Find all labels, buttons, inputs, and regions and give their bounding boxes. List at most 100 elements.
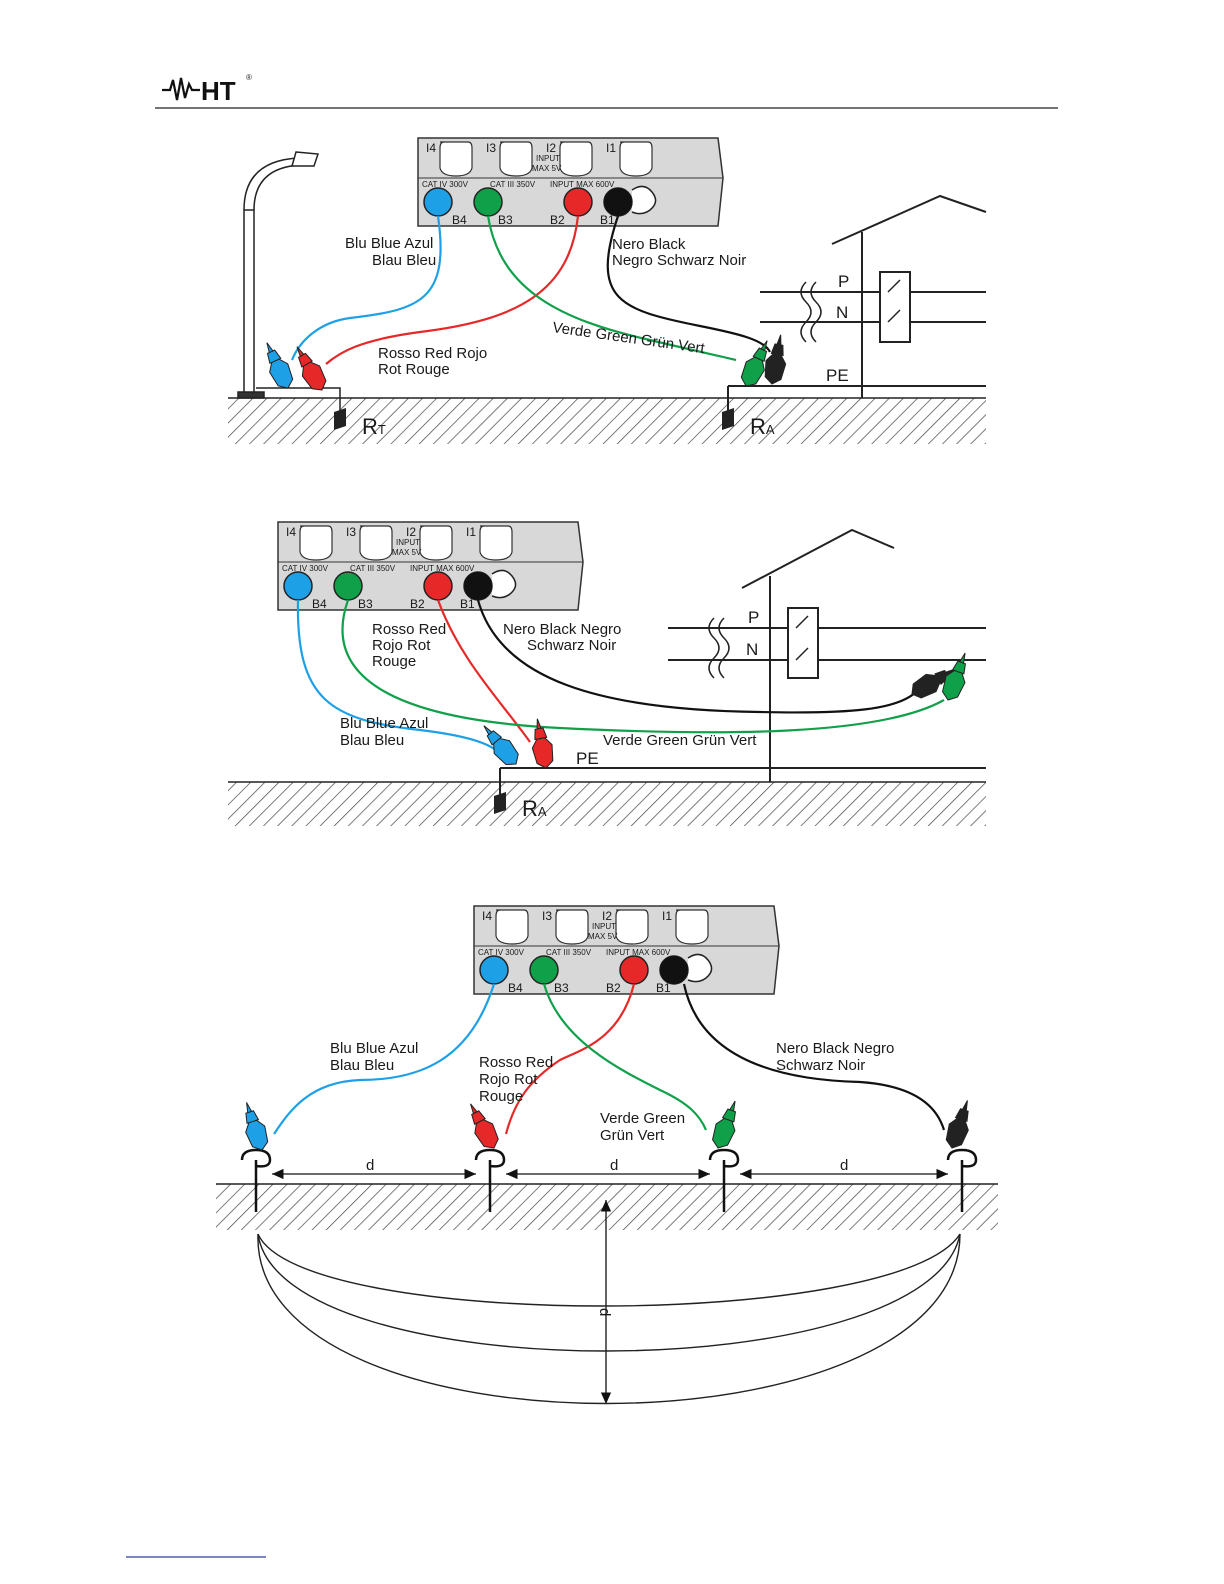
input-i1: I1 [662, 909, 672, 923]
black-lead-label-d2-2: Schwarz Noir [527, 637, 616, 654]
cat-iii-label: CAT III 350V [350, 564, 396, 573]
green-lead-3 [542, 983, 708, 1131]
building-2 [499, 528, 986, 796]
stake-3 [708, 1148, 740, 1212]
phase-label: P [838, 272, 849, 291]
terminal-b4: B4 [508, 981, 523, 995]
cat-iv-label: CAT IV 300V [478, 948, 525, 957]
neutral-label: N [836, 303, 848, 322]
red-lead [325, 215, 580, 365]
terminal-b3: B3 [498, 213, 513, 227]
earth-electrode-rt [334, 408, 346, 430]
input-i4: I4 [286, 525, 296, 539]
blue-lead-label-2: Blau Bleu [372, 252, 436, 269]
input-note: INPUT [536, 154, 560, 163]
logo-registered: ® [246, 73, 252, 82]
terminal-b2: B2 [550, 213, 565, 227]
input-i2: I2 [406, 525, 416, 539]
stake-4 [946, 1148, 978, 1212]
diagram-3-four-wire: I4 I3 I2 I1 INPUT MAX 5V CAT IV 300V CAT… [216, 905, 998, 1405]
black-lead-2 [476, 599, 919, 714]
distance-label-1: d [366, 1157, 374, 1174]
input-i4: I4 [426, 141, 436, 155]
diagram-2-building: I4 I3 I2 I1 INPUT MAX 5V CAT IV 300V CAT… [228, 521, 986, 826]
red-lead-2 [436, 599, 531, 743]
terminal-b4: B4 [312, 597, 327, 611]
waveform-icon [162, 77, 200, 101]
pe-label: PE [826, 366, 849, 385]
black-lead-label-d3: Nero Black Negro [776, 1040, 894, 1057]
instrument-2: I4 I3 I2 I1 INPUT MAX 5V CAT IV 300V CAT… [277, 521, 584, 611]
ra-label-1: RA [750, 414, 775, 439]
input-i2: I2 [602, 909, 612, 923]
cat-iii-label: CAT III 350V [546, 948, 592, 957]
terminal-b1: B1 [656, 981, 671, 995]
black-lead [606, 215, 771, 353]
diagram-1-street-lamp: I4 I3 I2 I1 INPUT MAX 5V CAT IV 300V CAT… [228, 137, 987, 444]
input-i1: I1 [466, 525, 476, 539]
blue-lead-label-d2: Blu Blue Azul [340, 715, 428, 732]
green-lead-label-d2: Verde Green Grün Vert [603, 732, 757, 749]
green-lead [486, 215, 737, 362]
terminal-b4: B4 [452, 213, 467, 227]
black-lead-label-d3-2: Schwarz Noir [776, 1057, 865, 1074]
depth-label: d [596, 1308, 613, 1316]
input-max-label: INPUT MAX 600V [550, 180, 615, 189]
blue-lead-label: Blu Blue Azul [345, 235, 433, 252]
ground-hatch [228, 398, 986, 444]
black-lead-label: Nero Black [612, 236, 686, 253]
earth-electrode-ra [722, 408, 734, 430]
current-paths [257, 1233, 961, 1405]
green-lead-label: Verde Green Grün Vert [551, 319, 706, 357]
cat-iv-label: CAT IV 300V [422, 180, 469, 189]
logo-text: HT [201, 76, 236, 106]
red-lead-label-d3: Rosso Red [479, 1054, 553, 1071]
red-lead-label-2: Rot Rouge [378, 361, 450, 378]
earth-stakes [240, 1148, 978, 1212]
red-lead-label-d2-3: Rouge [372, 653, 416, 670]
input-note: INPUT [396, 538, 420, 547]
blue-lead-2 [296, 599, 499, 753]
red-lead-3 [504, 983, 636, 1135]
terminal-b3: B3 [358, 597, 373, 611]
distance-markers [272, 1168, 948, 1404]
input-i2: I2 [546, 141, 556, 155]
green-lead-label-d3: Verde Green [600, 1110, 685, 1127]
cat-iii-label: CAT III 350V [490, 180, 536, 189]
ground-hatch-2 [228, 782, 986, 826]
input-i4: I4 [482, 909, 492, 923]
blue-lead [290, 215, 442, 361]
stake-2 [474, 1148, 506, 1212]
terminal-b1: B1 [460, 597, 475, 611]
blue-lead-label-d3: Blu Blue Azul [330, 1040, 418, 1057]
distance-label-3: d [840, 1157, 848, 1174]
input-i1: I1 [606, 141, 616, 155]
red-lead-label: Rosso Red Rojo [378, 345, 487, 362]
input-i3: I3 [542, 909, 552, 923]
pe-label-2: PE [576, 749, 599, 768]
distance-label-2: d [610, 1157, 618, 1174]
rt-label: RT [362, 414, 386, 439]
terminal-b2: B2 [606, 981, 621, 995]
instrument-3: I4 I3 I2 I1 INPUT MAX 5V CAT IV 300V CAT… [473, 905, 780, 995]
terminal-b3: B3 [554, 981, 569, 995]
red-lead-label-d2: Rosso Red [372, 621, 446, 638]
terminal-b2: B2 [410, 597, 425, 611]
red-lead-label-d3-2: Rojo Rot [479, 1071, 538, 1088]
header: HT ® [155, 73, 1058, 109]
input-i3: I3 [486, 141, 496, 155]
green-lead-2 [341, 599, 945, 734]
black-lead-3 [682, 983, 946, 1131]
ground-hatch-3 [216, 1184, 998, 1230]
blue-lead-label-d3-2: Blau Bleu [330, 1057, 394, 1074]
earth-electrode-ra-2 [494, 792, 506, 814]
stake-1 [240, 1148, 272, 1212]
red-lead-label-d2-2: Rojo Rot [372, 637, 431, 654]
green-lead-label-d3-2: Grün Vert [600, 1127, 665, 1144]
neutral-label-2: N [746, 640, 758, 659]
ra-label-2: RA [522, 796, 547, 821]
input-max-label: INPUT MAX 600V [410, 564, 475, 573]
instrument-1: I4 I3 I2 I1 INPUT MAX 5V CAT IV 300V CAT… [417, 137, 724, 227]
red-lead-label-d3-3: Rouge [479, 1088, 523, 1105]
